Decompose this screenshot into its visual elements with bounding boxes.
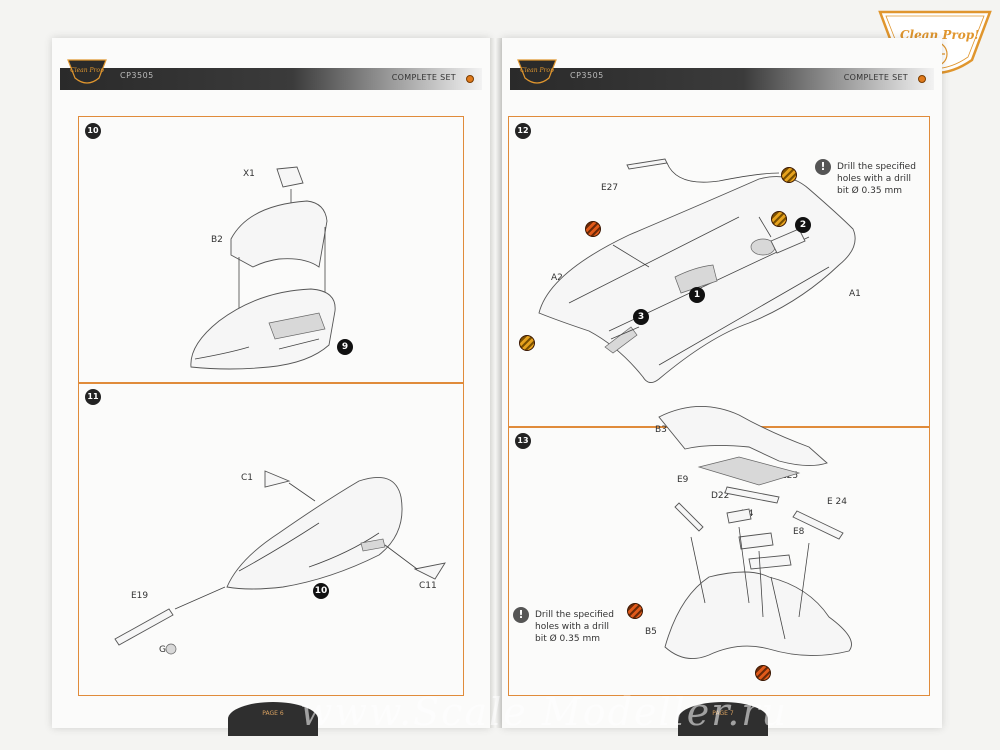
page-number: PAGE 7	[712, 710, 734, 717]
callout-3: 3	[633, 309, 649, 325]
label-e9: E9	[677, 475, 689, 485]
step-number: 10	[85, 123, 101, 139]
label-a1: A1	[849, 289, 861, 299]
step-number: 13	[515, 433, 531, 449]
label-e27: E27	[601, 183, 619, 193]
drill-hole-marker	[781, 167, 797, 183]
step-12-drawing	[538, 158, 856, 383]
callout-1: 1	[689, 287, 705, 303]
step-number: 11	[85, 389, 101, 405]
header-logo-icon: Clean Prop	[67, 59, 107, 84]
step-13-panel: 13 B3 E9 D22 E25 E 24 H4 E8 B5 ! Drill t…	[508, 406, 930, 696]
drill-hole-marker	[627, 603, 643, 619]
callout-9: 9	[337, 339, 353, 355]
label-a2: A2	[551, 273, 563, 283]
page-header-right: Clean Prop CP3505 COMPLETE SET	[510, 59, 934, 90]
page-number: PAGE 6	[262, 710, 284, 717]
svg-text:Clean Prop: Clean Prop	[70, 67, 104, 74]
drill-note: Drill the specified holes with a drill b…	[535, 610, 614, 644]
kit-code: CP3505	[570, 71, 604, 80]
warning-icon: !	[815, 159, 831, 175]
label-g: G	[159, 645, 166, 655]
label-b5: B5	[645, 627, 657, 637]
drill-hole-marker	[519, 335, 535, 351]
label-c11: C11	[419, 581, 437, 591]
header-dot-icon	[918, 75, 926, 83]
header-logo-icon: Clean Prop	[517, 59, 557, 84]
page-footer-left: PAGE 6	[228, 702, 318, 736]
step-11-panel: 11 C1 C11 E19 G 10	[78, 382, 464, 696]
step-13-drawing	[658, 406, 852, 660]
header-title: COMPLETE SET	[843, 73, 908, 82]
label-b3: B3	[655, 425, 667, 435]
warning-icon: !	[513, 607, 529, 623]
drill-hole-marker	[585, 221, 601, 237]
page-left: Clean Prop CP3505 COMPLETE SET 10 X1 B2 …	[52, 38, 490, 736]
label-c1: C1	[241, 473, 254, 483]
label-d22: D22	[711, 491, 730, 501]
kit-code: CP3505	[120, 71, 154, 80]
step-11-drawing	[114, 470, 446, 655]
label-e19: E19	[131, 591, 149, 601]
page-footer-right: PAGE 7	[678, 702, 768, 736]
drill-note: Drill the specified holes with a drill b…	[837, 162, 916, 196]
label-x1: X1	[243, 169, 255, 179]
page-header-left: Clean Prop CP3505 COMPLETE SET	[60, 59, 482, 90]
watermark-text: www.Scale Modeller.ru	[300, 690, 788, 734]
drill-hole-marker	[771, 211, 787, 227]
step-10-drawing	[190, 166, 336, 370]
drill-hole-marker	[755, 665, 771, 681]
header-dot-icon	[466, 75, 474, 83]
header-title: COMPLETE SET	[391, 73, 456, 82]
step-12-panel: 12 E27 A2 A1 ! Drill the specified holes…	[508, 116, 930, 428]
label-e8: E8	[793, 527, 805, 537]
step-number: 12	[515, 123, 531, 139]
callout-10: 10	[313, 583, 329, 599]
label-b2: B2	[211, 235, 223, 245]
booklet-gutter	[490, 38, 502, 728]
callout-2: 2	[795, 217, 811, 233]
label-e24: E 24	[827, 497, 847, 507]
step-10-panel: 10 X1 B2 9	[78, 116, 464, 384]
svg-text:Clean Prop: Clean Prop	[520, 67, 554, 74]
page-right: Clean Prop CP3505 COMPLETE SET 12 E27 A2…	[502, 38, 942, 736]
